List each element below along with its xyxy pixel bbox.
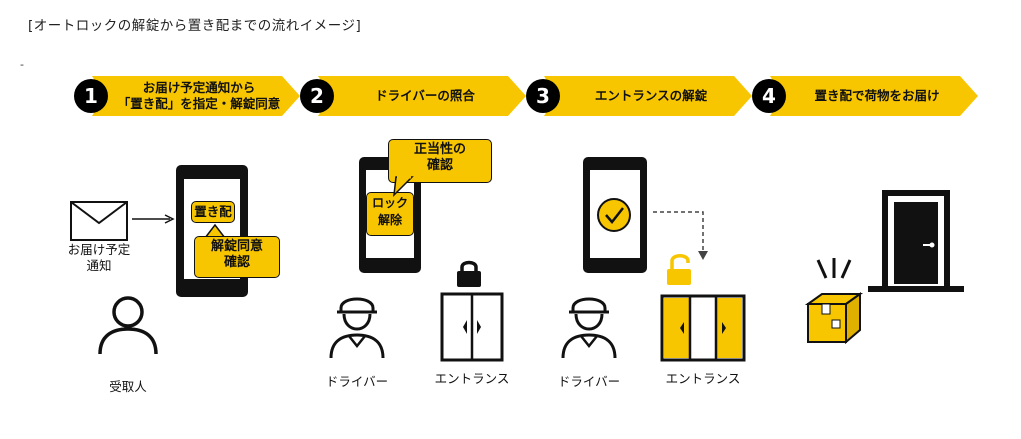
auto-door-open-icon [660,294,746,362]
step-3-banner: 3 エントランスの解錠 [526,76,752,116]
notify-caption-line1: お届け予定 [67,242,131,257]
step-3-number: 3 [526,79,560,113]
page-title: [オートロックの解錠から置き配までの流れイメージ] [28,18,362,34]
arrow-right-icon [132,214,175,224]
dashed-arrow-icon [653,211,708,260]
consent-line2: 確認 [223,255,250,270]
step-4-banner: 4 置き配で荷物をお届け [752,76,978,116]
check-circle-icon [597,198,631,232]
auto-door-icon [440,292,504,362]
step-1-label-line2: 「置き配」を指定・解錠同意 [117,96,281,111]
step-1-label-line1: お届け予定通知から [142,80,256,95]
lock-release-label: ロック 解除 [366,192,414,236]
driver-icon [329,297,385,359]
driver-caption: ドライバー [557,374,621,389]
step-2-label: ドライバーの照合 [375,88,475,103]
consent-line1: 解錠同意 [210,239,263,254]
lock-release-line2: 解除 [377,213,402,227]
notify-caption: お届け予定 通知 [60,242,138,274]
notify-caption-line2: 通知 [86,258,112,273]
step-2-banner: 2 ドライバーの照合 [300,76,526,116]
envelope-icon [70,201,128,241]
lock-release-line1: ロック [371,196,408,210]
padlock-open-icon [667,254,691,285]
recipient-caption: 受取人 [109,379,147,394]
phone-option-label: 置き配 [191,201,235,223]
person-icon [98,296,158,355]
step-1-banner: 1 お届け予定通知から 「置き配」を指定・解錠同意 [74,76,300,116]
step-1-number: 1 [74,79,108,113]
package-icon [804,292,864,345]
step-2-number: 2 [300,79,334,113]
padlock-closed-icon [457,260,481,287]
step-3-label: エントランスの解錠 [594,88,708,103]
list-marker: - [20,58,24,71]
bubble-pointer [393,175,414,198]
legitimacy-line1: 正当性の [413,142,466,157]
front-door-icon [868,190,964,292]
emphasis-lines-icon [816,258,852,279]
consent-bubble: 解錠同意 確認 [194,236,280,278]
driver-icon [561,297,617,359]
driver-caption: ドライバー [325,374,389,389]
step-4-label: 置き配で荷物をお届け [814,88,940,103]
entrance-caption: エントランス [434,371,510,386]
step-4-number: 4 [752,79,786,113]
entrance-caption: エントランス [665,371,741,386]
legitimacy-line2: 確認 [426,158,453,173]
